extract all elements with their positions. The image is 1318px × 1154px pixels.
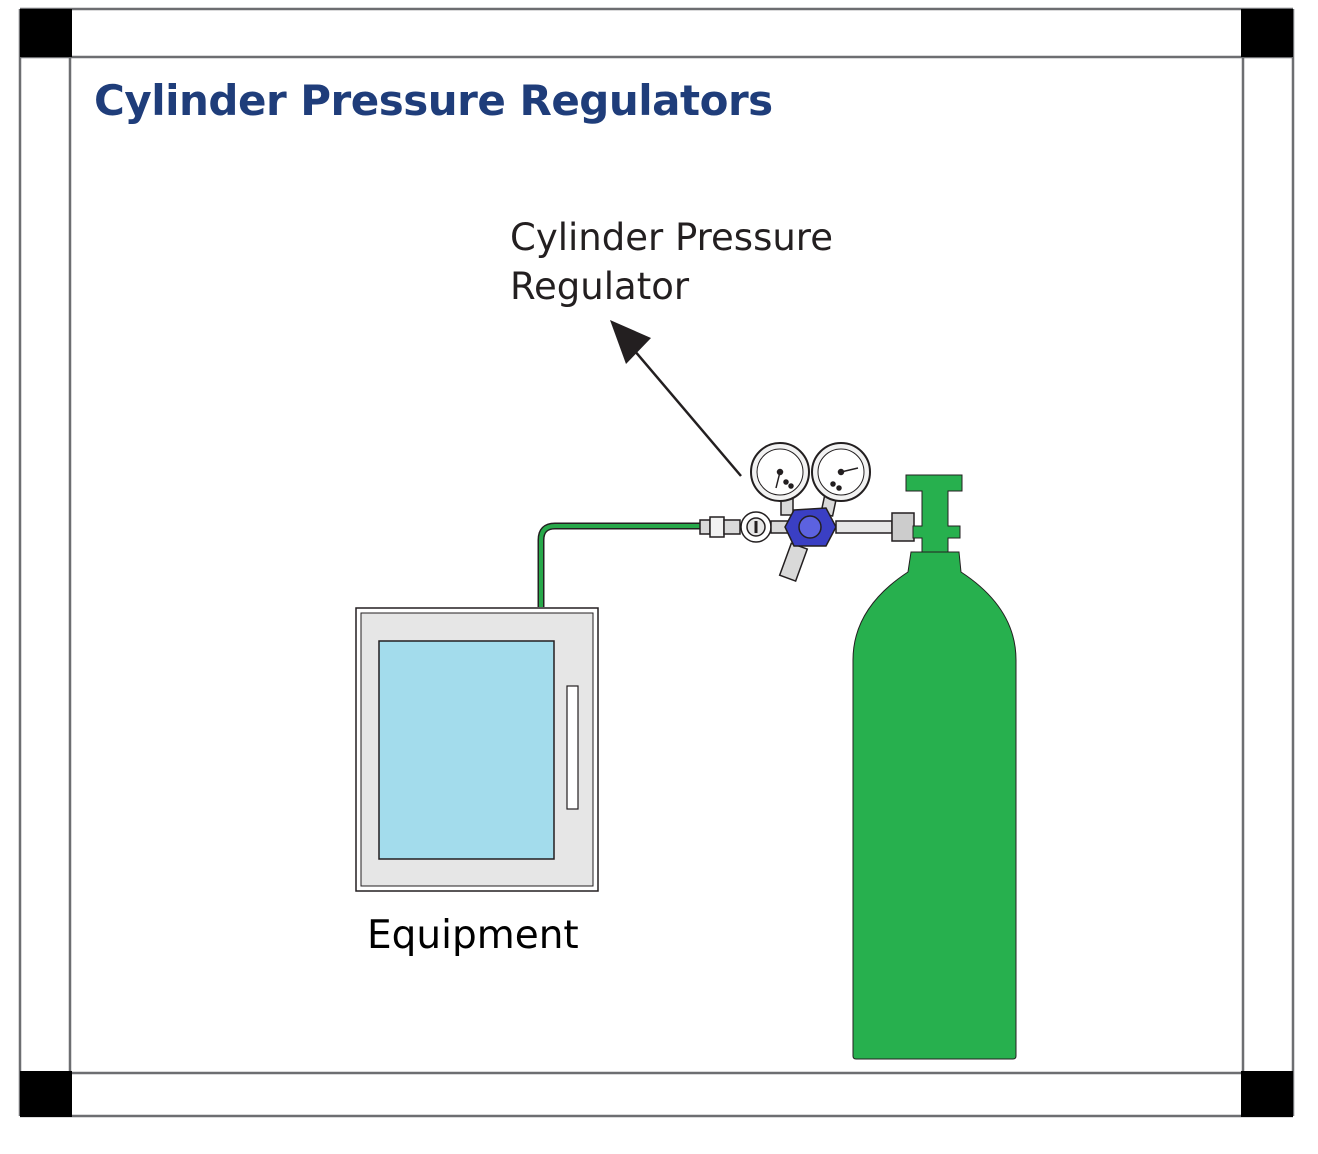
cylinder-body	[852, 551, 1017, 1060]
frame	[18, 7, 1295, 1118]
gas-cylinder	[852, 474, 1017, 1060]
equipment-label: Equipment	[367, 913, 579, 958]
corner-block-bottom-right	[1241, 1071, 1293, 1117]
equipment-handle	[566, 685, 579, 810]
callout-arrow-head	[610, 320, 651, 364]
regulator-outlet-fitting	[699, 519, 711, 535]
regulator-bonnet-stem	[778, 542, 809, 583]
regulator-outlet-nut	[709, 516, 725, 538]
hose	[537, 522, 700, 607]
regulator-knob-cap	[798, 515, 822, 539]
callout-arrow	[610, 320, 742, 477]
regulator-inlet-stem	[835, 520, 893, 534]
regulator	[699, 442, 915, 583]
hose-fill	[539, 524, 700, 607]
corner-block-top-left	[20, 9, 72, 57]
regulator-callout-line2: Regulator	[510, 265, 690, 308]
regulator-inlet-nut	[891, 512, 915, 542]
callout-arrow-shaft	[633, 349, 742, 477]
corner-block-bottom-left	[20, 1071, 72, 1117]
equipment	[355, 607, 599, 892]
corner-blocks	[20, 9, 1293, 1117]
equipment-window	[378, 640, 555, 860]
regulator-outlet-stem	[723, 519, 741, 535]
regulator-callout-line1: Cylinder Pressure	[510, 216, 833, 259]
regulator-callout-label: Cylinder Pressure Regulator	[510, 213, 833, 311]
page-title: Cylinder Pressure Regulators	[94, 76, 773, 125]
corner-block-top-right	[1241, 9, 1293, 57]
